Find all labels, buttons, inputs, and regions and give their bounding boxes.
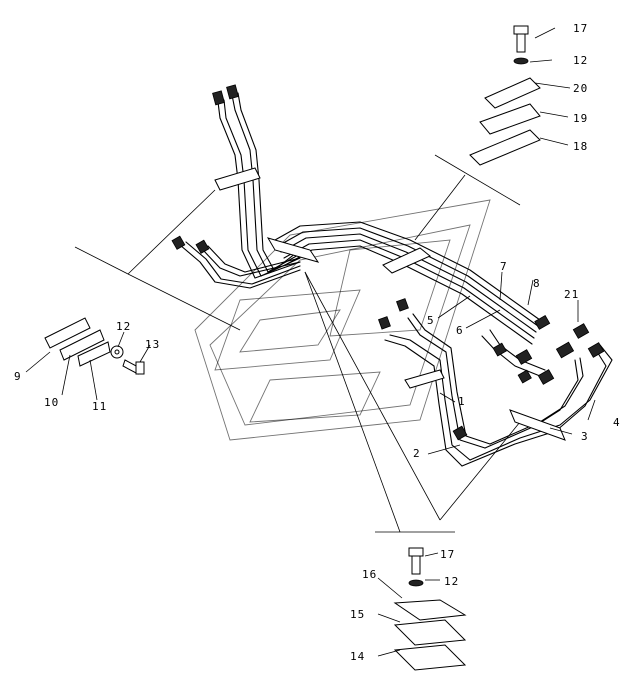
callout-20: 20 <box>573 82 588 95</box>
callout-10: 10 <box>44 396 59 409</box>
callout-8: 8 <box>533 277 541 290</box>
callout-21: 21 <box>564 288 579 301</box>
callout-17-bottom: 17 <box>440 548 455 561</box>
callout-13: 13 <box>145 338 160 351</box>
callout-1: 1 <box>458 395 466 408</box>
clamp-group-left <box>44 317 145 375</box>
callout-12-top: 12 <box>573 54 588 67</box>
callout-19: 19 <box>573 112 588 125</box>
clamp-group-bottom <box>393 547 467 671</box>
callout-4: 4 <box>613 416 621 429</box>
callout-16: 16 <box>362 568 377 581</box>
callout-7: 7 <box>500 260 508 273</box>
callout-leaders <box>25 27 596 657</box>
callout-18: 18 <box>573 140 588 153</box>
callout-6: 6 <box>456 324 464 337</box>
callout-2: 2 <box>413 447 421 460</box>
callout-17-top: 17 <box>573 22 588 35</box>
callout-3: 3 <box>581 430 589 443</box>
clamp-group-top <box>469 25 541 166</box>
callout-5: 5 <box>427 314 435 327</box>
callout-9: 9 <box>14 370 22 383</box>
pipe-bundle <box>179 92 613 467</box>
callout-11: 11 <box>92 400 107 413</box>
callout-12-bottom: 12 <box>444 575 459 588</box>
callout-labels: 1 2 3 4 5 6 7 8 9 10 11 12 13 12 17 20 1… <box>14 22 621 663</box>
pipe-clamps <box>171 84 605 441</box>
leader-lines-long <box>74 154 521 533</box>
callout-15: 15 <box>350 608 365 621</box>
callout-12-left: 12 <box>116 320 131 333</box>
callout-14: 14 <box>350 650 365 663</box>
